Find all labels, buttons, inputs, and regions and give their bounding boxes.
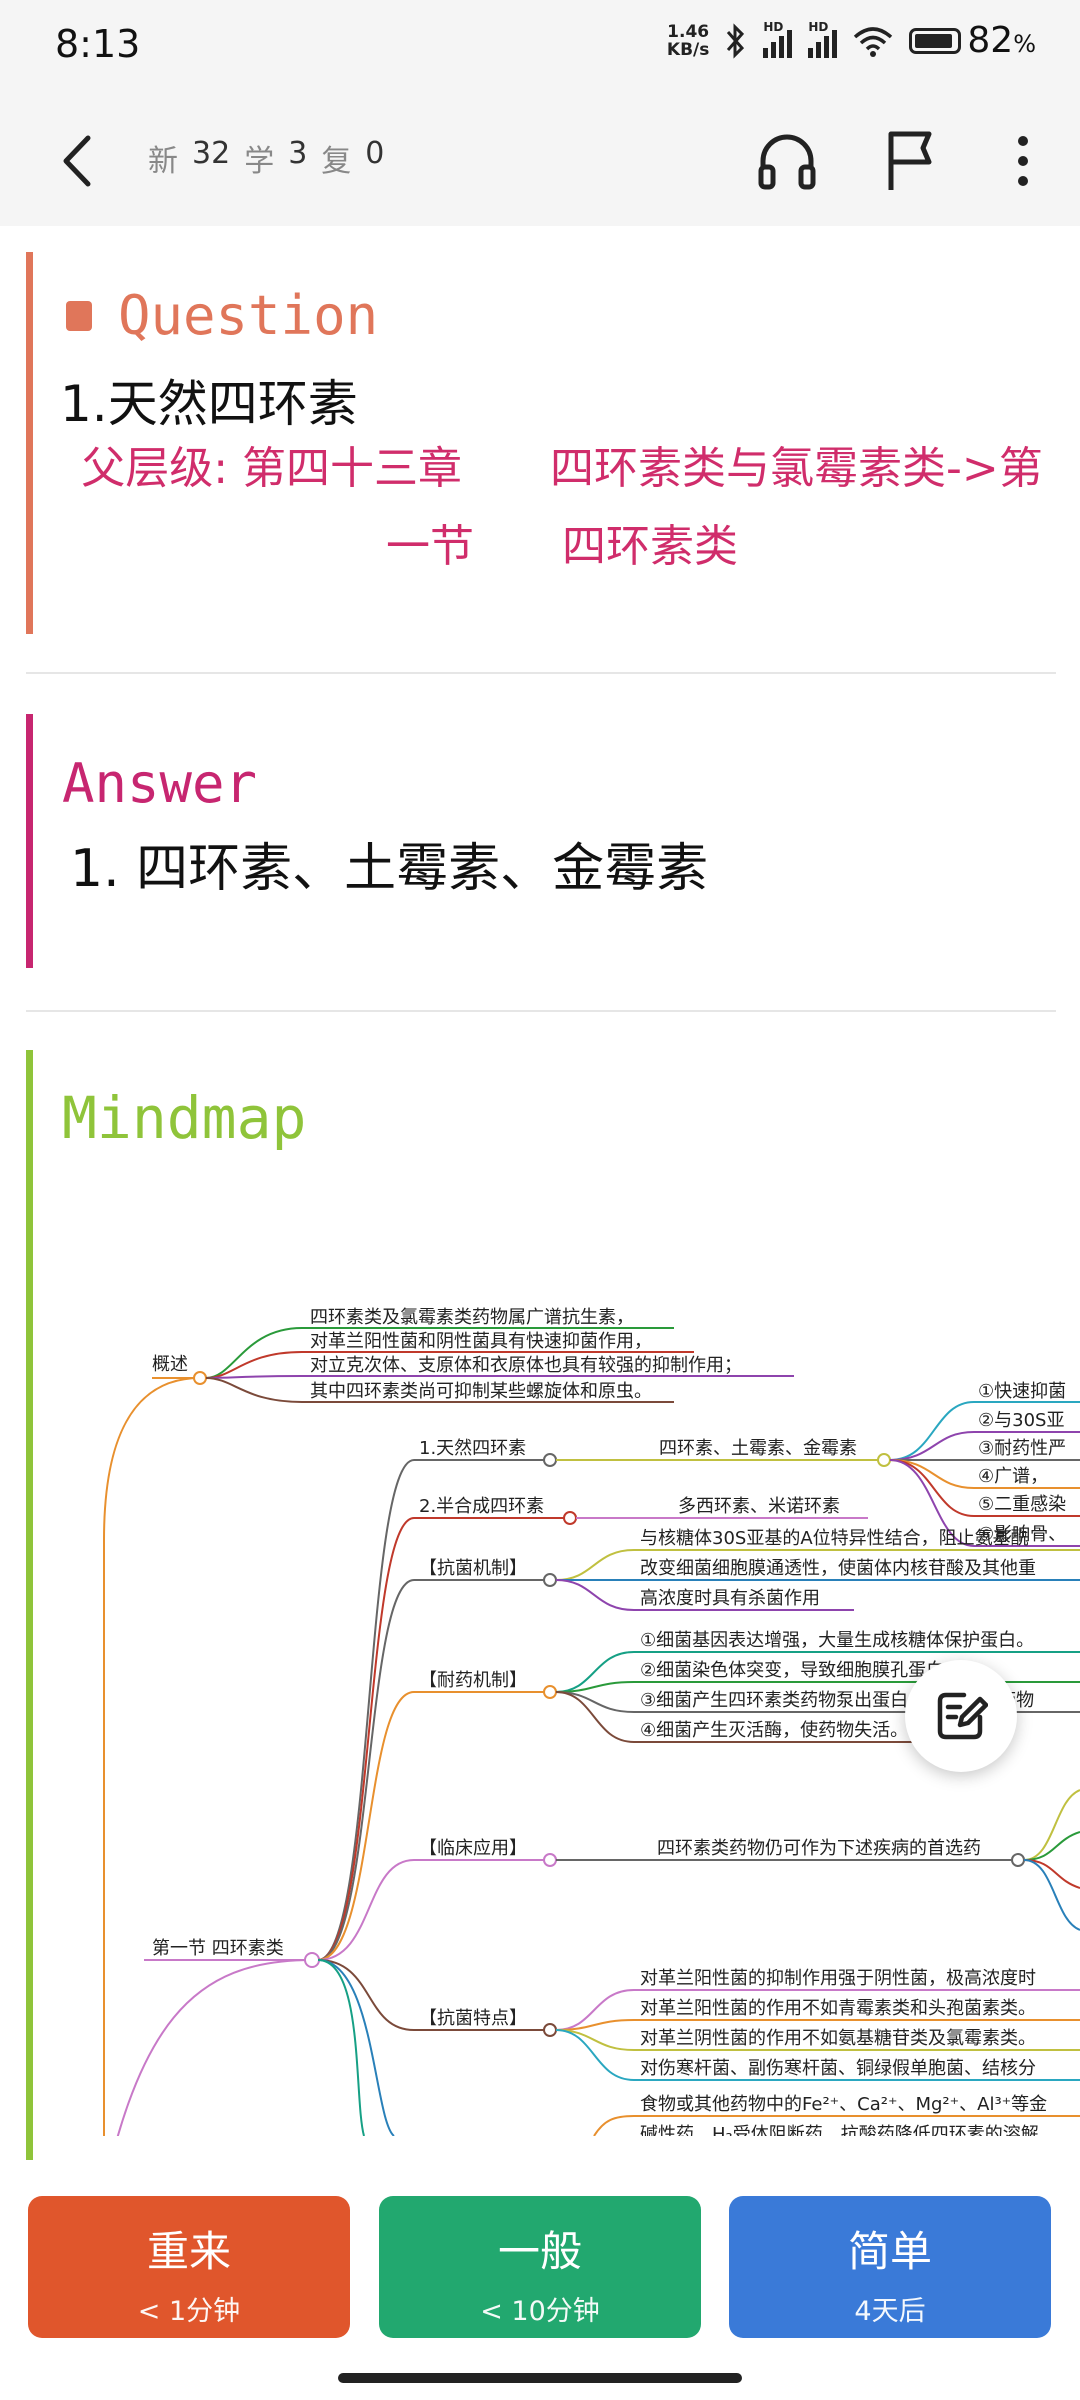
more-button[interactable] bbox=[988, 124, 1058, 198]
bookmark-icon bbox=[66, 300, 92, 331]
node-clinical: 【临床应用】 bbox=[419, 1838, 527, 1859]
divider bbox=[26, 1010, 1056, 1012]
absorption-item: 碱性药、H₂受体阻断药、抗酸药降低四环素的溶解 bbox=[640, 2124, 1039, 2136]
status-icons: 1.46 KB/s HD HD 82% bbox=[666, 20, 1036, 62]
resistance-item: ④细菌产生灭活酶，使药物失活。 bbox=[640, 1720, 908, 1741]
battery-indicator: 82% bbox=[909, 20, 1036, 61]
overview-item: 四环素类及氯霉素类药物属广谱抗生素， bbox=[310, 1307, 634, 1328]
answer-heading: Answer bbox=[62, 752, 258, 815]
review-count: 0 bbox=[365, 136, 385, 171]
natural-item: ⑤二重感染 bbox=[978, 1494, 1066, 1515]
features-item: 对伤寒杆菌、副伤寒杆菌、铜绿假单胞菌、结核分 bbox=[640, 2058, 1036, 2079]
back-button[interactable] bbox=[50, 126, 110, 196]
answer-buttons-bar: 重来 < 1分钟 一般 < 10分钟 简单 4天后 bbox=[0, 2160, 1080, 2400]
node-mechanism: 【抗菌机制】 bbox=[419, 1558, 527, 1579]
mindmap-accent-bar bbox=[26, 1050, 33, 2174]
home-indicator[interactable] bbox=[338, 2373, 742, 2383]
resistance-item: ①细菌基因表达增强，大量生成核糖体保护蛋白。 bbox=[640, 1630, 1034, 1651]
node-features: 【抗菌特点】 bbox=[419, 2008, 527, 2029]
battery-icon bbox=[909, 27, 962, 54]
natural-item: ②与30S亚 bbox=[978, 1410, 1064, 1431]
absorption-item: 食物或其他药物中的Fe²⁺、Ca²⁺、Mg²⁺、Al³⁺等金 bbox=[640, 2094, 1047, 2115]
bluetooth-icon bbox=[727, 22, 745, 59]
node-clinical-value: 四环素类药物仍可作为下述疾病的首选药 bbox=[657, 1838, 981, 1859]
mindmap-heading: Mindmap bbox=[62, 1084, 307, 1152]
node-resistance: 【耐药机制】 bbox=[419, 1670, 527, 1691]
signal-icon-1: HD bbox=[763, 20, 793, 58]
signal-icon-2: HD bbox=[808, 20, 838, 58]
natural-item: ①快速抑菌 bbox=[978, 1381, 1066, 1402]
question-section: Question 1.天然四环素 父层级: 第四十三章 四环素类与氯霉素类->第… bbox=[26, 252, 1056, 634]
again-button[interactable]: 重来 < 1分钟 bbox=[28, 2196, 350, 2338]
card-counts: 新 32 学 3 复 0 bbox=[148, 136, 385, 179]
flag-icon bbox=[888, 131, 932, 190]
good-button[interactable]: 一般 < 10分钟 bbox=[379, 2196, 701, 2338]
natural-item: ④广谱， bbox=[978, 1466, 1048, 1487]
net-speed: 1.46 KB/s bbox=[666, 21, 710, 60]
mechanism-item: 改变细菌细胞膜通透性，使菌体内核苷酸及其他重 bbox=[640, 1558, 1036, 1579]
flag-button[interactable] bbox=[876, 124, 946, 198]
wifi-icon bbox=[854, 26, 893, 57]
parent-hierarchy: 父层级: 第四十三章 四环素类与氯霉素类->第 一节 四环素类 bbox=[81, 443, 1043, 572]
overview-item: 对革兰阳性菌和阴性菌具有快速抑菌作用， bbox=[310, 1331, 652, 1352]
more-vert-icon bbox=[1018, 136, 1028, 186]
question-text: 1.天然四环素 bbox=[60, 375, 358, 433]
node-semi: 2.半合成四环素 bbox=[419, 1496, 544, 1517]
mechanism-item: 与核糖体30S亚基的A位特异性结合，阻止氨基酰 bbox=[640, 1528, 1029, 1549]
answer-accent-bar bbox=[26, 714, 33, 968]
easy-button[interactable]: 简单 4天后 bbox=[729, 2196, 1051, 2338]
mindmap-section: Mindmap bbox=[26, 1050, 1056, 2174]
question-heading: Question bbox=[66, 284, 378, 347]
natural-item: ③耐药性严 bbox=[978, 1438, 1066, 1459]
top-app-bar: 新 32 学 3 复 0 bbox=[0, 96, 1080, 226]
node-overview: 概述 bbox=[152, 1354, 188, 1375]
mechanism-item: 高浓度时具有杀菌作用 bbox=[640, 1588, 820, 1609]
question-accent-bar bbox=[26, 252, 33, 634]
new-count: 32 bbox=[192, 136, 231, 171]
mindmap-canvas[interactable]: 概述 四环素类及氯霉素类药物属广谱抗生素， 对革兰阳性菌和阴性菌具有快速抑菌作用… bbox=[34, 1120, 1080, 2136]
back-icon bbox=[63, 135, 91, 187]
edit-fab-button[interactable] bbox=[905, 1660, 1017, 1772]
headphones-icon bbox=[758, 134, 816, 190]
overview-item: 其中四环素类尚可抑制某些螺旋体和原虫。 bbox=[310, 1381, 652, 1402]
features-item: 对革兰阴性菌的作用不如氨基糖苷类及氯霉素类。 bbox=[640, 2028, 1036, 2049]
status-bar: 8:13 1.46 KB/s HD HD 82% bbox=[0, 0, 1080, 96]
status-time: 8:13 bbox=[55, 22, 141, 66]
node-semi-value: 多西环素、米诺环素 bbox=[678, 1496, 840, 1517]
answer-section: Answer 1. 四环素、土霉素、金霉素 bbox=[26, 714, 1056, 968]
edit-note-icon bbox=[937, 1692, 988, 1740]
overview-item: 对立克次体、支原体和衣原体也具有较强的抑制作用； bbox=[310, 1355, 742, 1376]
features-item: 对革兰阳性菌的抑制作用强于阴性菌，极高浓度时 bbox=[640, 1968, 1036, 1989]
resistance-item: ②细菌染色体突变，导致细胞膜孔蛋白0mp bbox=[640, 1660, 985, 1681]
features-item: 对革兰阳性菌的作用不如青霉素类和头孢菌素类。 bbox=[640, 1998, 1036, 2019]
node-natural: 1.天然四环素 bbox=[419, 1438, 526, 1459]
node-section: 第一节 四环素类 bbox=[152, 1938, 284, 1959]
natural-item: ⑥影响骨、 bbox=[978, 1524, 1066, 1545]
learn-count: 3 bbox=[288, 136, 308, 171]
node-natural-value: 四环素、土霉素、金霉素 bbox=[659, 1438, 857, 1459]
audio-button[interactable] bbox=[752, 124, 822, 198]
answer-text: 1. 四环素、土霉素、金霉素 bbox=[70, 839, 709, 899]
divider bbox=[26, 672, 1056, 674]
